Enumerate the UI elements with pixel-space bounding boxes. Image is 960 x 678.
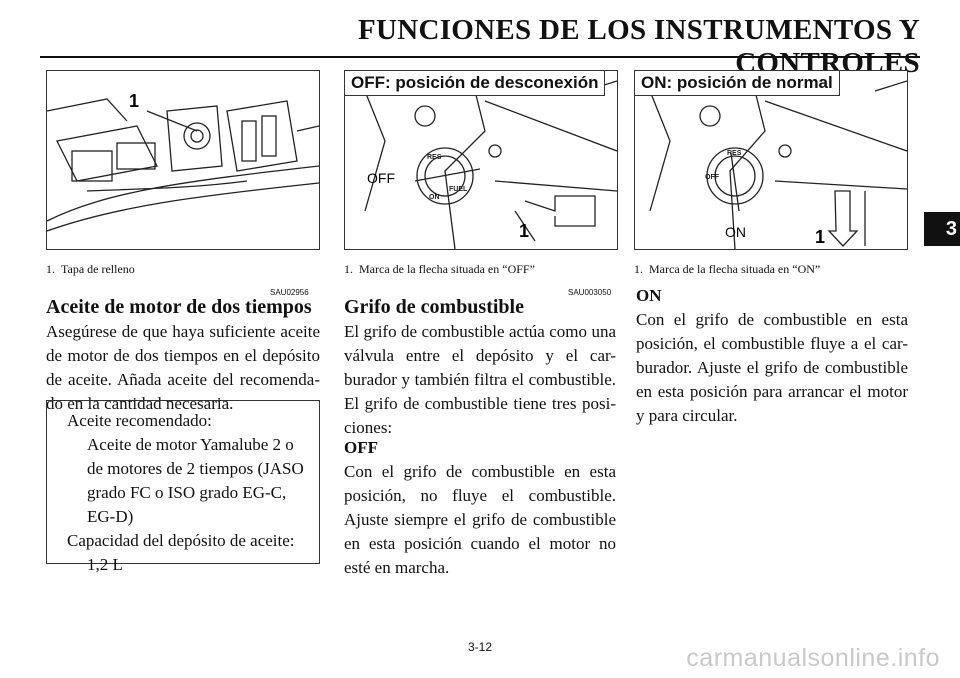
off-heading: OFF [344, 438, 378, 457]
section-tab: 3 [924, 212, 960, 246]
section-heading-fuel-cock: Grifo de combustible [344, 296, 524, 318]
page-number: 3-12 [467, 640, 493, 654]
engine-illustration: 1 [47, 91, 319, 232]
off-paragraph: Con el grifo de combustible en esta posi… [344, 462, 616, 577]
figure-label-off: OFF [367, 170, 395, 186]
figure-caption-oil-filler: 1. Tapa de relleno [46, 262, 135, 276]
figure-title-on: ON: posición de normal [635, 71, 840, 96]
svg-text:ON: ON [429, 194, 440, 201]
header-rule [40, 56, 920, 58]
section-code: SAU02956 [270, 288, 309, 297]
oil-label: Aceite recomendado: [67, 411, 212, 430]
oil-value: Aceite de motor Yamalube 2 o de motores … [87, 435, 304, 526]
oil-spec-box: Aceite recomendado: Aceite de motor Yama… [46, 400, 320, 574]
capacity-value: 1,2 L [87, 555, 123, 574]
on-heading: ON [636, 286, 662, 305]
section-heading-oil: Aceite de motor de dos tiempos [46, 296, 312, 318]
figure-fuel-cock-on: RES OFF ON 1 ON: posición de normal [634, 70, 908, 250]
figure-caption-on: 1. Marca de la flecha situada en “ON” [634, 262, 821, 276]
figure-callout-1: 1 [519, 221, 529, 241]
svg-text:RES: RES [727, 150, 742, 157]
svg-text:FUEL: FUEL [449, 186, 468, 193]
fuel-cock-paragraph: El grifo de combustible actúa como una v… [344, 322, 616, 437]
figure-callout-1: 1 [129, 91, 139, 111]
fuel-cock-off-illustration: RES FUEL ON OFF 1 [364, 80, 617, 249]
capacity-label: Capacidad del depósito de aceite: [67, 531, 295, 550]
oil-paragraph: Asegúrese de que haya suficiente aceite … [46, 322, 320, 413]
figure-oil-filler: 1 [46, 70, 320, 250]
figure-callout-1: 1 [815, 227, 825, 247]
figure-caption-off: 1. Marca de la flecha situada en “OFF” [344, 262, 535, 276]
fuel-cock-on-illustration: RES OFF ON 1 [649, 80, 907, 249]
svg-text:OFF: OFF [705, 174, 720, 181]
svg-text:RES: RES [427, 154, 442, 161]
watermark: carmanualsonline.info [686, 644, 940, 672]
on-paragraph: Con el grifo de combustible en esta posi… [636, 310, 908, 425]
figure-label-on: ON [725, 224, 746, 240]
page-title: FUNCIONES DE LOS INSTRUMENTOS Y CONTROLE… [357, 14, 920, 79]
figure-fuel-cock-off: RES FUEL ON OFF 1 OFF: posición de desco… [344, 70, 618, 250]
section-code: SAU003050 [568, 288, 612, 297]
figure-title-off: OFF: posición de desconexión [345, 71, 606, 96]
